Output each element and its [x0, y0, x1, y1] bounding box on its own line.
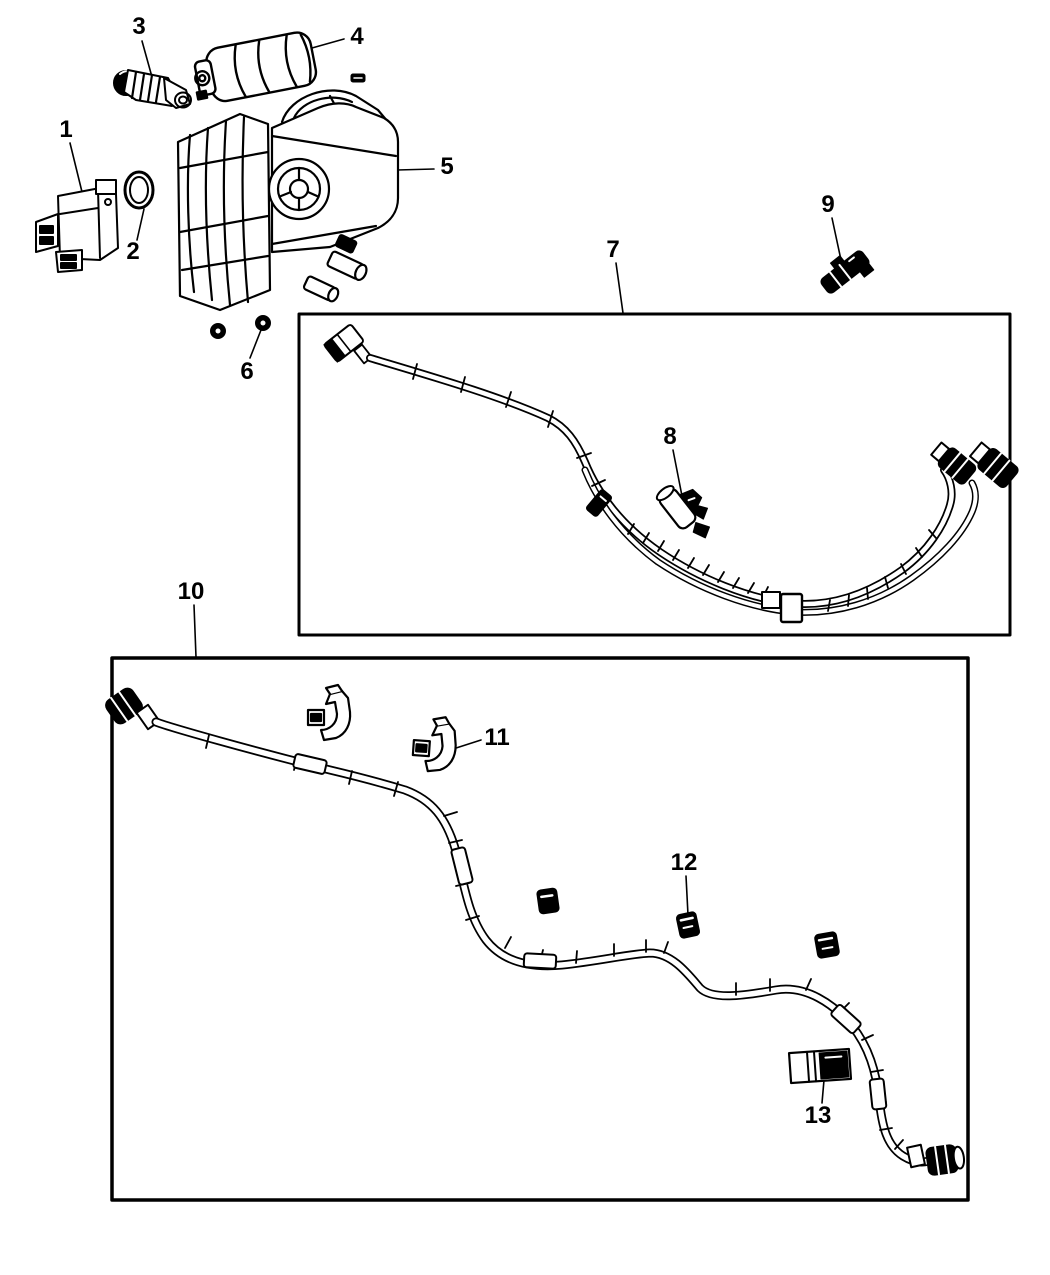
mounting-nut-drawing	[210, 315, 271, 339]
callout-4: 4	[350, 23, 364, 50]
callout-10: 10	[177, 578, 205, 605]
lower-fuel-line-drawing	[105, 687, 966, 1176]
leader-lines	[69, 38, 842, 1104]
line-clip-drawing-8	[655, 484, 711, 539]
detail-box-10	[110, 656, 970, 1202]
callout-2: 2	[126, 238, 140, 265]
vapor-canister-assembly-drawing	[176, 89, 400, 312]
valve-drawing	[35, 179, 119, 273]
callout-8: 8	[663, 423, 677, 450]
callout-11: 11	[484, 724, 510, 751]
retainer-clip-drawing	[306, 683, 457, 773]
line-clip-drawing-small	[536, 887, 840, 959]
line-sleeve-drawing	[787, 1047, 853, 1085]
callout-12: 12	[670, 849, 698, 876]
callout-7: 7	[606, 236, 620, 263]
filter-canister-drawing	[193, 31, 318, 103]
callout-3: 3	[132, 13, 146, 40]
callout-5: 5	[440, 153, 454, 180]
o-ring-drawing	[123, 170, 155, 210]
screw-drawing	[350, 73, 366, 83]
callout-9: 9	[821, 191, 835, 218]
callout-13: 13	[804, 1102, 832, 1129]
callout-1: 1	[59, 116, 73, 143]
line-clip-drawing-9	[820, 250, 875, 294]
line-clip-drawing-12	[675, 911, 701, 939]
hose-elbow-fitting-drawing	[113, 69, 192, 109]
upper-fuel-line-drawing	[323, 324, 1019, 624]
callout-6: 6	[240, 358, 254, 385]
